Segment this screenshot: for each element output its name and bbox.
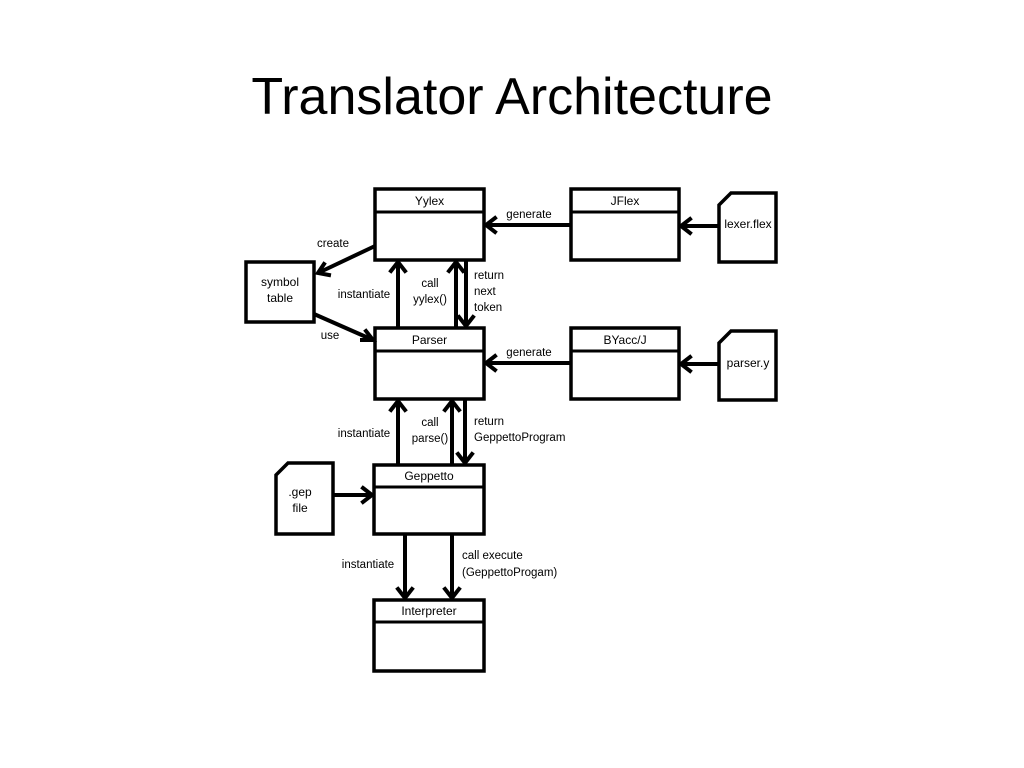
parser-y-file: parser.y	[717, 329, 778, 402]
lexer-flex-label: lexer.flex	[724, 217, 771, 231]
label-call-parse-2: parse()	[412, 433, 449, 445]
geppetto-class: Geppetto	[372, 463, 486, 536]
arrow-symtable-to-parser	[313, 312, 378, 342]
symbol-table-line1: symbol	[261, 275, 299, 289]
label-return-token-2: next	[474, 286, 497, 298]
yylex-label: Yylex	[415, 194, 444, 208]
arrow-yylex-return-token	[456, 260, 476, 330]
lexer-flex-file: lexer.flex	[717, 191, 778, 264]
label-jflex-generate: generate	[506, 209, 551, 221]
label-call-execute-2: (GeppettoProgam)	[462, 567, 557, 579]
arrow-byacc-to-parser	[482, 353, 571, 373]
interpreter-label: Interpreter	[401, 604, 456, 618]
label-call-execute-1: call execute	[462, 550, 523, 562]
arrow-geppetto-instantiate-interpreter	[395, 534, 415, 602]
gep-file-line2: file	[292, 501, 308, 515]
byacc-class: BYacc/J	[569, 326, 681, 401]
label-instantiate-parser: instantiate	[338, 428, 390, 440]
geppetto-label: Geppetto	[404, 469, 454, 483]
arrow-lexer-to-jflex	[677, 216, 719, 236]
parser-y-label: parser.y	[727, 356, 770, 370]
label-create: create	[317, 238, 349, 250]
label-instantiate-yylex: instantiate	[338, 289, 390, 301]
arrow-parser-instantiate-yylex	[388, 258, 408, 328]
arrow-parser-call-yylex	[446, 258, 466, 328]
label-use: use	[321, 330, 340, 342]
slide-title: Translator Architecture	[251, 68, 773, 126]
interpreter-class: Interpreter	[372, 598, 486, 673]
jflex-label: JFlex	[611, 194, 640, 208]
arrow-geppetto-call-parse	[442, 397, 462, 465]
label-byacc-generate: generate	[506, 347, 551, 359]
label-return-program-1: return	[474, 416, 504, 428]
symbol-table-line2: table	[267, 291, 293, 305]
arrow-jflex-to-yylex	[482, 215, 571, 235]
byacc-label: BYacc/J	[603, 333, 646, 347]
label-return-token-1: return	[474, 270, 504, 282]
label-return-program-2: GeppettoProgram	[474, 432, 565, 444]
symbol-table-box: symbol table	[244, 260, 316, 324]
label-return-token-3: token	[474, 302, 502, 314]
arrow-parser-return-program	[455, 399, 475, 467]
label-call-yylex-2: yylex()	[413, 294, 447, 306]
parser-class: Parser	[373, 326, 486, 401]
parser-label: Parser	[412, 333, 447, 347]
label-call-parse-1: call	[421, 417, 438, 429]
arrow-geppetto-call-execute	[442, 534, 462, 602]
yylex-class: Yylex	[373, 187, 486, 262]
arrow-parsery-to-byacc	[677, 354, 719, 374]
arrow-yylex-to-symtable	[314, 244, 376, 278]
gep-file: .gep file	[274, 461, 335, 536]
label-call-yylex-1: call	[421, 278, 438, 290]
arrow-gep-to-geppetto	[333, 485, 376, 505]
gep-file-line1: .gep	[288, 485, 312, 499]
arrow-geppetto-instantiate-parser	[388, 397, 408, 465]
jflex-class: JFlex	[569, 187, 681, 262]
label-instantiate-interpreter: instantiate	[342, 559, 394, 571]
